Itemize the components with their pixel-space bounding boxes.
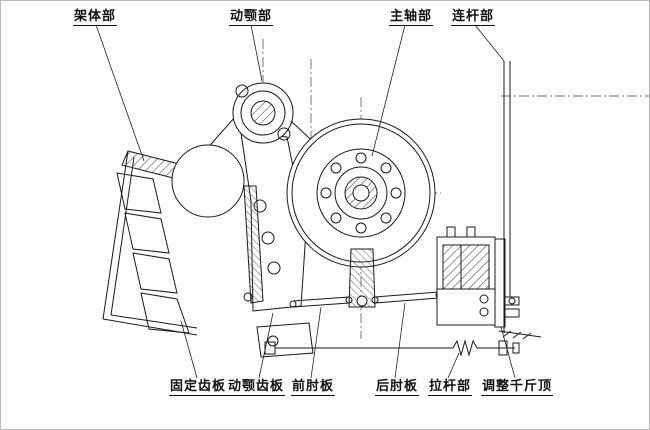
label-moving-jaw-part: 动颚部 xyxy=(229,9,274,26)
label-moving-tooth-plate: 动颚齿板 xyxy=(227,379,286,396)
moving-jaw-tooth-plate xyxy=(243,185,264,304)
pitman-connecting-rod xyxy=(348,248,376,308)
jaw-bottom-bracket xyxy=(256,322,314,358)
adjusting-jack xyxy=(436,61,542,340)
label-front-toggle: 前肘板 xyxy=(291,379,336,396)
tie-rod-spring xyxy=(452,339,478,357)
label-main-shaft-part: 主轴部 xyxy=(389,9,434,26)
label-rear-toggle: 后肘板 xyxy=(375,379,420,396)
label-adjusting-jack: 调整千斤顶 xyxy=(481,379,554,396)
rear-toggle-plate xyxy=(371,291,443,304)
label-connecting-rod-part: 连杆部 xyxy=(451,9,496,26)
label-fixed-tooth-plate: 固定齿板 xyxy=(169,379,228,396)
jaw-boss-circle xyxy=(171,144,245,218)
label-frame-part: 架体部 xyxy=(73,9,118,26)
tie-rod xyxy=(264,339,520,357)
main-shaft-flywheel xyxy=(286,118,436,268)
leader-lines xyxy=(95,24,516,379)
fixed-jaw-plate xyxy=(116,172,190,334)
front-toggle-plate xyxy=(289,296,353,308)
label-tie-rod-part: 拉杆部 xyxy=(428,379,473,396)
